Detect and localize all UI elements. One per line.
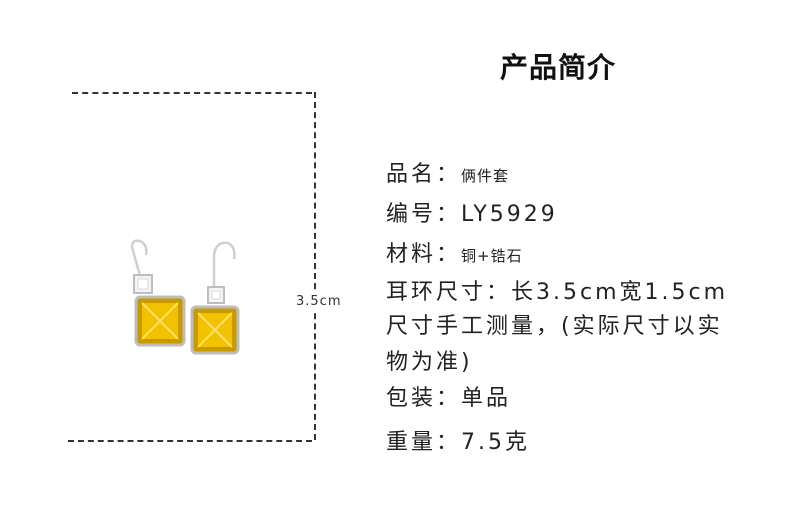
size-key: 耳环尺寸：	[386, 280, 512, 305]
bottom-dashed-line	[68, 440, 312, 442]
code-key: 编号：	[386, 202, 462, 227]
dimension-label: 3.5cm	[296, 292, 342, 311]
pack-key: 包装：	[386, 386, 462, 411]
size-value: 长3.5cm宽1.5cm	[511, 280, 729, 305]
info-material: 材料：铜+锆石	[386, 236, 523, 268]
info-size: 耳环尺寸：长3.5cm宽1.5cm	[386, 274, 766, 306]
weight-value: 7.5克	[461, 430, 531, 455]
page-title: 产品简介	[500, 51, 617, 84]
info-name: 品名：俩件套	[386, 156, 509, 188]
weight-key: 重量：	[386, 430, 462, 455]
right-dashed-line	[314, 92, 316, 440]
info-code: 编号：LY5929	[386, 196, 558, 228]
name-value: 俩件套	[461, 167, 510, 185]
material-value: 铜+锆石	[461, 247, 523, 265]
pack-value: 单品	[461, 386, 512, 411]
material-key: 材料：	[386, 242, 462, 267]
earrings-image	[130, 239, 240, 355]
top-dashed-line	[72, 92, 312, 94]
info-weight: 重量：7.5克	[386, 424, 530, 456]
info-pack: 包装：单品	[386, 380, 511, 412]
code-value: LY5929	[461, 202, 558, 227]
name-key: 品名：	[386, 162, 462, 187]
measurement-note-line1: 尺寸手工测量，(实际尺寸以实	[386, 314, 723, 339]
measurement-note-line2: 物为准)	[386, 350, 473, 375]
